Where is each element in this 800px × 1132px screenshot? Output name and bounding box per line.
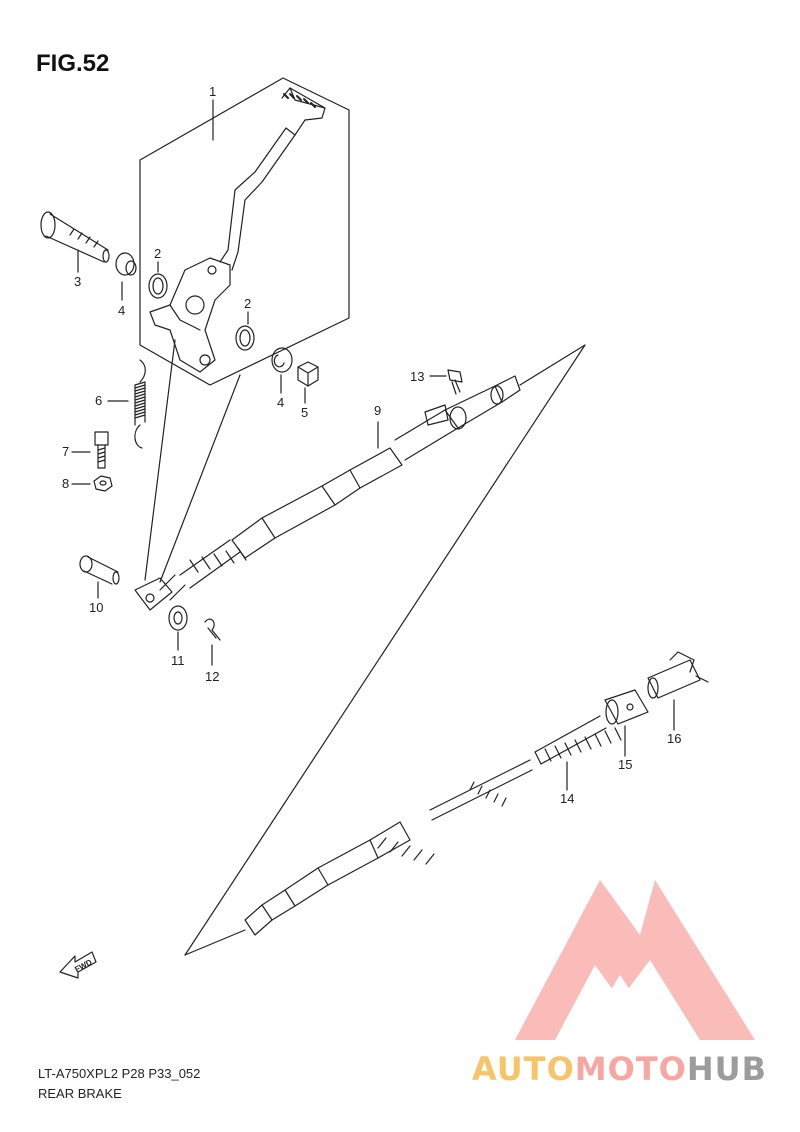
section-name: REAR BRAKE xyxy=(38,1086,122,1101)
label-ref-12: 12 xyxy=(205,669,219,684)
nut-8 xyxy=(93,475,113,492)
brake-pedal xyxy=(149,87,326,373)
pivot-bolt-3 xyxy=(40,211,110,263)
label-ref-2b: 2 xyxy=(244,296,251,311)
reference-labels: 1 2 2 3 4 4 5 6 7 8 9 10 11 12 13 14 15 … xyxy=(62,84,681,974)
model-code: LT-A750XPL2 P28 P33_052 xyxy=(38,1066,201,1081)
cotter-pin-12 xyxy=(204,618,221,641)
label-ref-10: 10 xyxy=(89,600,103,615)
label-ref-1: 1 xyxy=(209,84,216,99)
clevis-pin-10 xyxy=(79,555,120,585)
label-ref-15: 15 xyxy=(618,757,632,772)
oil-seal-2b xyxy=(235,325,255,351)
bolt-13 xyxy=(447,369,463,395)
label-ref-11: 11 xyxy=(171,653,185,668)
pedal-assembly-outline xyxy=(139,77,350,386)
watermark-moto: MOTO xyxy=(574,1050,687,1088)
label-ref-5: 5 xyxy=(301,405,308,420)
label-ref-2a: 2 xyxy=(154,246,161,261)
bolt-7 xyxy=(94,431,109,469)
label-ref-9: 9 xyxy=(374,403,381,418)
clevis xyxy=(134,577,173,611)
cable-end-16 xyxy=(647,651,709,699)
watermark-text: AUTOMOTOHUB xyxy=(472,1050,767,1088)
label-ref-6: 6 xyxy=(95,393,102,408)
return-spring-6 xyxy=(134,359,146,449)
label-ref-13: 13 xyxy=(410,369,424,384)
label-ref-4b: 4 xyxy=(277,395,284,410)
nut-5 xyxy=(297,361,319,387)
label-ref-4a: 4 xyxy=(118,303,125,318)
label-ref-16: 16 xyxy=(667,731,681,746)
brake-cable-9 xyxy=(159,375,521,601)
watermark-hub: HUB xyxy=(686,1050,768,1088)
oil-seal-2a xyxy=(148,273,168,299)
label-ref-8: 8 xyxy=(62,476,69,491)
bushing-4b xyxy=(271,347,293,373)
watermark-logo xyxy=(515,880,755,1040)
figure-title: FIG.52 xyxy=(36,50,110,77)
lower-cable-14 xyxy=(244,759,533,936)
guide-line-b xyxy=(159,374,241,583)
label-ref-3: 3 xyxy=(74,274,81,289)
bushing-4a xyxy=(115,252,137,276)
cable-route-outline xyxy=(184,344,586,956)
label-ref-14: 14 xyxy=(560,791,574,806)
spring-14 xyxy=(534,715,622,765)
washer-11 xyxy=(168,605,188,631)
label-ref-7: 7 xyxy=(62,444,69,459)
cable-joint-15 xyxy=(604,689,649,725)
guide-line-a xyxy=(144,339,176,581)
fwd-arrow xyxy=(59,951,97,979)
watermark-auto: AUTO xyxy=(472,1050,575,1088)
